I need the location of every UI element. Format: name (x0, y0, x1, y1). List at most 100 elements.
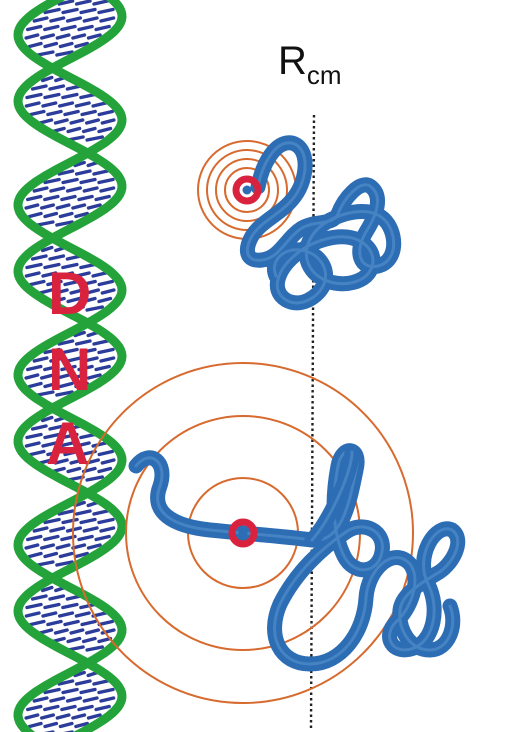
base-pair-rung (40, 120, 52, 123)
base-pair-rung (99, 622, 112, 625)
base-pair-rung (77, 1, 90, 4)
base-pair-rung (89, 205, 101, 208)
base-pair-rung (34, 698, 47, 701)
base-pair-rung (26, 103, 39, 106)
base-pair-rung (28, 537, 41, 540)
base-pair-rung (101, 698, 114, 701)
base-pair-rung (45, 537, 58, 540)
base-pair-rung (73, 545, 85, 548)
base-pair-rung (50, 256, 63, 259)
base-pair-rung (84, 639, 95, 642)
base-pair-rung (99, 180, 113, 183)
base-pair-rung (87, 137, 102, 140)
base-pair-rung (79, 537, 92, 540)
base-pair-rung (43, 613, 56, 616)
base-pair-rung (84, 18, 97, 21)
base-pair-rung (43, 103, 56, 106)
base-pair-rung (26, 375, 38, 378)
base-pair-rung (27, 95, 41, 98)
base-pair-rung (60, 103, 73, 106)
base-pair-rung (62, 707, 75, 710)
base-pair-rung (84, 188, 97, 191)
base-pair-rung (96, 27, 109, 30)
center-marker-compact (236, 179, 258, 201)
base-pair-rung (62, 197, 75, 200)
base-pair-rung (31, 112, 44, 115)
base-pair-rung (68, 129, 80, 132)
base-pair-rung (94, 341, 107, 344)
base-pair-rung (26, 273, 39, 276)
base-pair-rung (26, 545, 38, 548)
base-pair-rung (45, 605, 59, 608)
base-pair-rung (99, 452, 112, 455)
base-pair-rung (99, 520, 113, 523)
base-pair-rung (81, 690, 95, 693)
base-pair-rung (76, 613, 89, 616)
base-pair-rung (99, 639, 111, 642)
base-pair-rung (63, 95, 77, 98)
base-pair-rung (71, 120, 83, 123)
base-pair-rung (94, 681, 107, 684)
base-pair-rung (65, 112, 78, 115)
base-pair-rung (60, 214, 72, 217)
base-pair-rung (65, 622, 78, 625)
base-pair-rung (42, 715, 54, 718)
base-pair-rung (73, 205, 85, 208)
dna-letter-d: D (48, 260, 91, 327)
base-pair-rung (68, 18, 81, 21)
base-pair-rung (102, 460, 114, 463)
base-pair-rung (42, 545, 54, 548)
base-pair-rung (87, 647, 102, 650)
base-pair-rung (99, 350, 113, 353)
base-pair-rung (99, 690, 113, 693)
base-pair-rung (60, 613, 73, 616)
base-pair-rung (84, 698, 97, 701)
base-pair-rung (26, 205, 38, 208)
base-pair-rung (26, 613, 39, 616)
base-pair-rung (87, 630, 99, 633)
base-pair-rung (42, 205, 54, 208)
polymer-coil-compact (247, 143, 393, 303)
base-pair-rung (45, 707, 58, 710)
base-pair-rung (82, 112, 95, 115)
base-pair-rung (79, 197, 92, 200)
base-pair-rung (30, 44, 42, 47)
base-pair-rung (26, 715, 38, 718)
base-pair-rung (79, 707, 92, 710)
base-pair-rung (45, 95, 59, 98)
base-pair-rung (28, 367, 41, 370)
base-pair-rung (81, 520, 95, 523)
base-pair-rung (40, 630, 52, 633)
base-pair-rung (45, 554, 56, 557)
base-pair-rung (27, 265, 41, 268)
base-pair-rung (33, 256, 46, 259)
base-pair-rung (101, 188, 114, 191)
base-pair-rung (34, 528, 47, 531)
base-pair-rung (87, 477, 102, 480)
base-pair-rung (30, 554, 42, 557)
dna-letter-a: A (46, 410, 89, 477)
base-pair-rung (68, 639, 80, 642)
base-pair-rung (26, 35, 38, 38)
base-pair-rung (77, 511, 90, 514)
base-pair-rung (34, 188, 47, 191)
base-pair-rung (57, 715, 69, 718)
base-pair-rung (57, 35, 69, 38)
base-pair-rung (102, 120, 114, 123)
polymer-coil-extended (136, 451, 458, 664)
base-pair-rung (68, 188, 81, 191)
base-pair-rung (48, 622, 61, 625)
base-pair-rung (96, 367, 109, 370)
base-pair-rung (31, 282, 44, 285)
base-pair-rung (45, 27, 58, 30)
base-pair-rung (45, 44, 56, 47)
base-pair-rung (63, 690, 77, 693)
base-pair-rung (38, 52, 53, 55)
base-pair-rung (30, 214, 42, 217)
base-pair-rung (50, 86, 63, 89)
base-pair-rung (81, 180, 95, 183)
center-marker-extended (232, 522, 254, 544)
base-pair-rung (50, 596, 63, 599)
